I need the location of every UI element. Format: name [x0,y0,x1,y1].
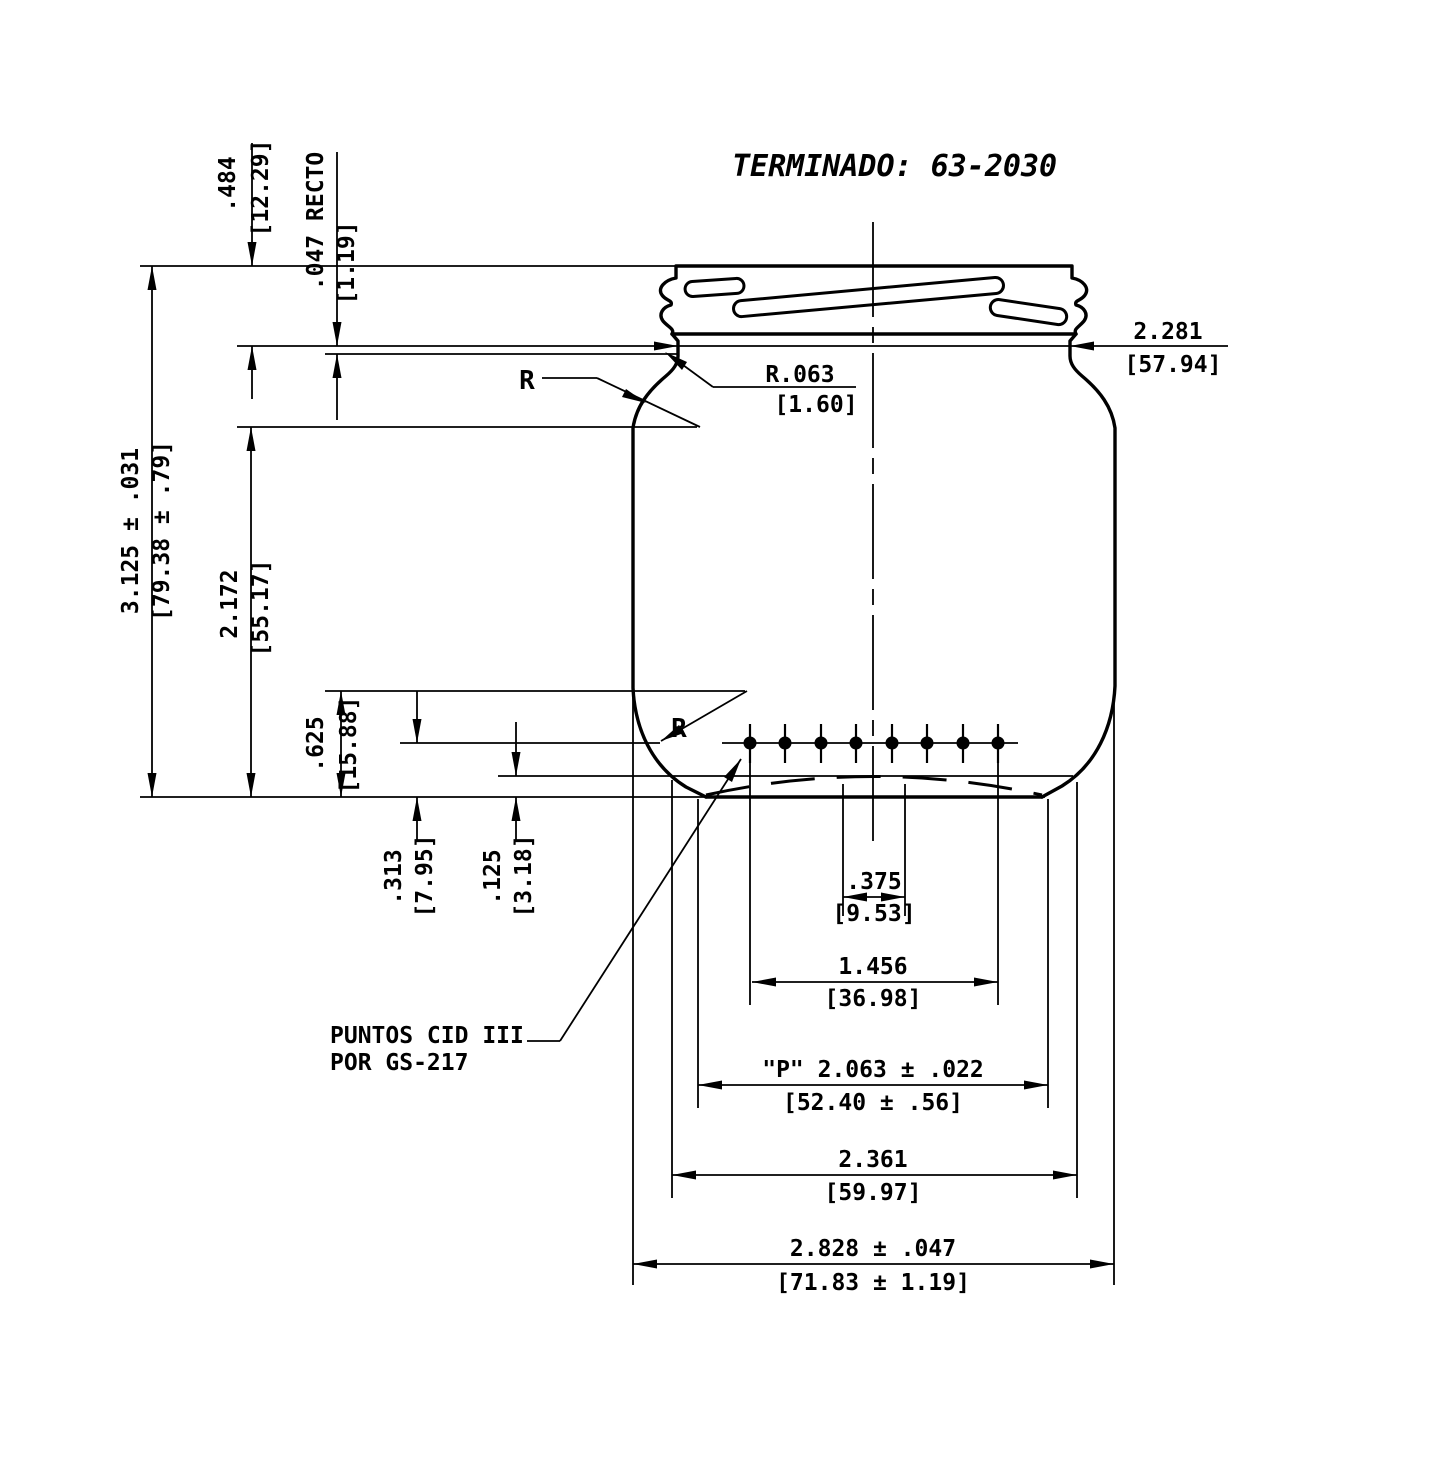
cid-note-line2: POR GS-217 [330,1050,468,1076]
dim-neck-radius-mm: [1.60] [774,392,857,418]
callout-heel-radius: R [660,690,748,744]
dim-body-diameter: 2.828 ± .047 [71.83 ± 1.19] [633,1236,1114,1296]
thread-segment-middle [732,275,1005,319]
dim-neck-radius-in: R.063 [765,362,834,388]
dim-pushup-in: .125 [480,849,506,904]
dim-body-height: 2.172 [55.17] [217,427,274,797]
extension-lines [140,265,1228,1285]
jar-body-right [1040,332,1117,799]
dim-base-dia-in: 2.361 [838,1147,907,1173]
dim-cid-span-mm: [36.98] [825,986,922,1012]
dim-cid-span-in: 1.456 [838,954,907,980]
thread-segment-right [988,298,1069,327]
dim-base-diameter: 2.361 [59.97] [672,1147,1077,1206]
dim-overall-height: 3.125 ± .031 [79.38 ± .79] [118,266,175,797]
shoulder-radius-label: R [519,366,535,396]
dim-p-dia-mm: [52.40 ± .56] [783,1090,963,1116]
dim-body-dia-in: 2.828 ± .047 [790,1236,956,1262]
dim-heel-height-mm: [15.88] [336,697,362,794]
dim-p-diameter: "P" 2.063 ± .022 [52.40 ± .56] [698,1057,1048,1116]
base-pushup-dashed-arc [705,775,1043,797]
callout-neck-radius: R.063 [1.60] [665,352,858,418]
dim-body-height-in: 2.172 [217,569,243,638]
dim-heel-height-in: .625 [303,716,329,771]
dim-cid-height-mm: [7.95] [412,834,438,917]
dim-straight-mm: [1.19] [334,221,360,304]
dim-heel-height: .625 [15.88] [303,691,362,797]
dim-body-dia-mm: [71.83 ± 1.19] [776,1270,970,1296]
dim-finish-dia-in: 2.281 [1133,319,1202,345]
dim-cid-height: .313 [7.95] [381,691,438,918]
dim-finish-height-mm: [12.29] [248,140,274,237]
heel-radius-label: R [671,714,687,744]
dim-finish-height: .484 [12.29] [215,140,274,399]
cid-dots [743,736,1005,750]
drawing-title: TERMINADO: 63-2030 [732,149,1057,184]
jar-body-left [631,332,708,799]
dim-body-height-mm: [55.17] [248,560,274,657]
dim-base-flat: .375 [9.53] [832,869,915,927]
dim-finish-dia-mm: [57.94] [1125,352,1222,378]
dim-cid-span: 1.456 [36.98] [752,954,998,1012]
callout-cid-note: PUNTOS CID III POR GS-217 [330,758,742,1076]
dim-overall-height-in: 3.125 ± .031 [118,448,144,614]
cid-dots-row [722,724,1018,763]
dim-cid-height-in: .313 [381,849,407,904]
dim-pushup-height: .125 [3.18] [480,722,537,918]
dim-finish-diameter: 2.281 [57.94] [654,319,1221,378]
dim-straight-in: .047 RECTO [303,152,329,290]
dim-straight-section: .047 RECTO [1.19] [303,152,360,420]
dim-finish-height-in: .484 [215,156,241,211]
jar-finish-outline [658,264,1089,336]
cid-note-line1: PUNTOS CID III [330,1023,524,1049]
thread-segment-left [683,276,746,298]
dim-base-dia-mm: [59.97] [825,1180,922,1206]
callout-shoulder-radius: R [519,366,701,428]
dim-base-flat-in: .375 [846,869,901,895]
dim-p-dia-in: "P" 2.063 ± .022 [762,1057,984,1083]
dim-pushup-mm: [3.18] [511,834,537,917]
dim-base-flat-mm: [9.53] [832,901,915,927]
dim-overall-height-mm: [79.38 ± .79] [149,441,175,621]
